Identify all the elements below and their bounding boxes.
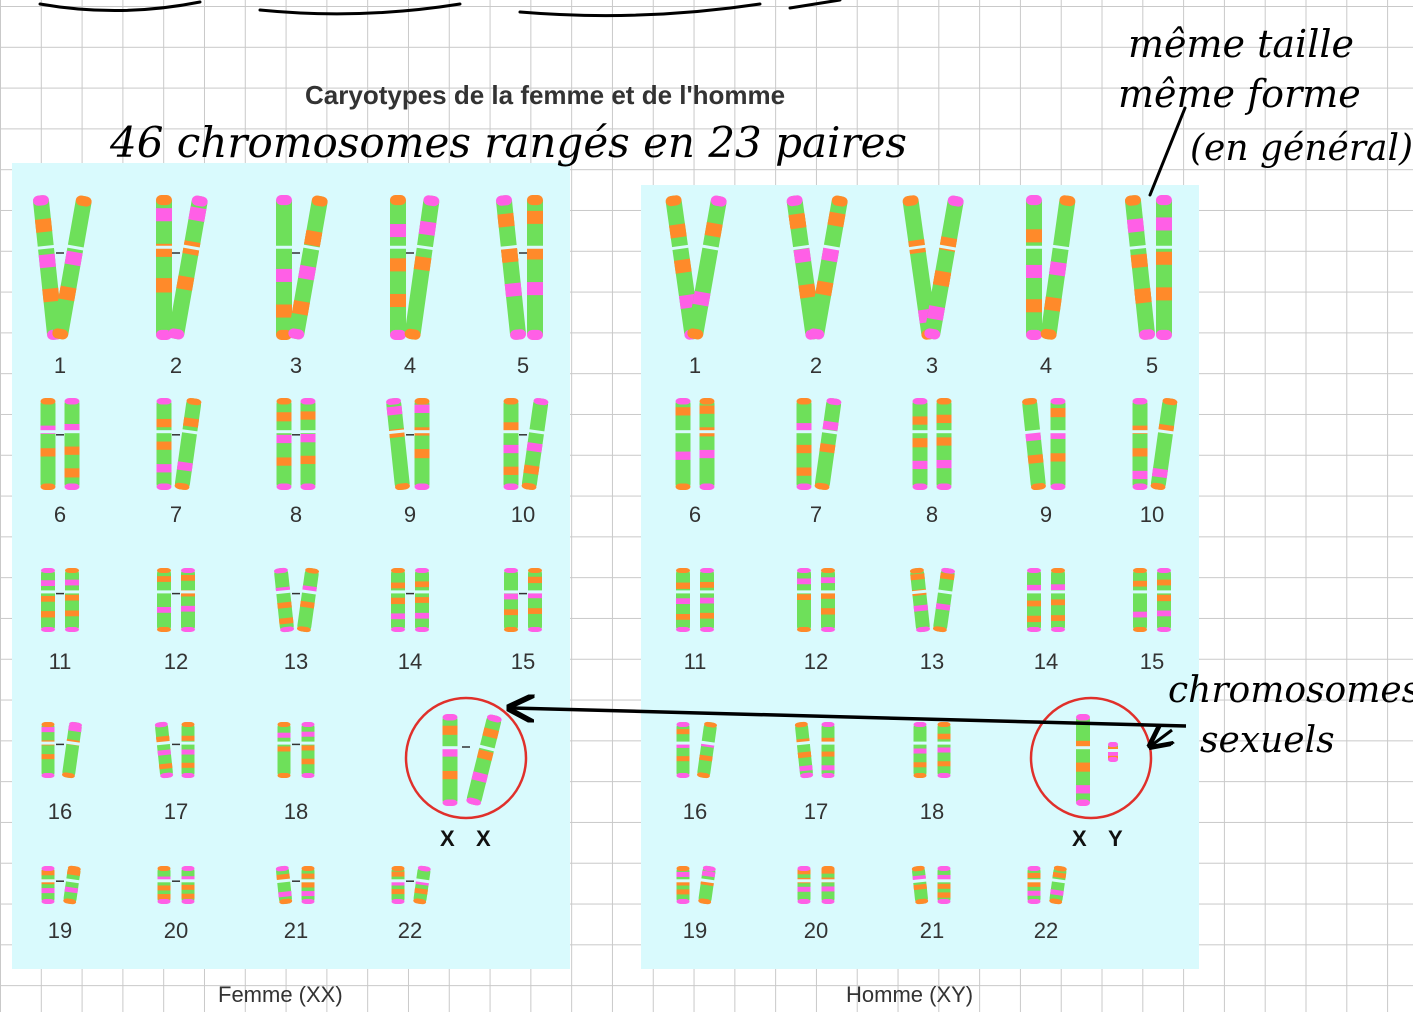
female-chromosome-10-b (520, 397, 550, 490)
female-chromosome-20-a (157, 866, 172, 904)
male-chromosome-12-b (820, 568, 836, 632)
female-chromosome-19-a (41, 866, 56, 904)
male-chromosome-8-b (936, 398, 953, 490)
male-sex-chromosome-y (1107, 742, 1119, 762)
female-chromosome-9-b (414, 398, 431, 490)
female-chromosome-15-b (527, 568, 543, 632)
female-chromosome-16-b (61, 721, 84, 779)
male-chromosome-17-b (821, 722, 836, 778)
female-chromosome-22-b (412, 865, 432, 905)
male-chromosome-14-b (1050, 568, 1066, 632)
male-chromosome-22-b (1048, 865, 1068, 905)
male-chromosome-5-b (1155, 195, 1173, 340)
male-chromosome-1-b (686, 195, 729, 341)
female-chromosome-12-b (180, 568, 196, 632)
male-chromosome-18-a (913, 722, 928, 778)
female-chromosome-8-a (276, 398, 293, 490)
male-chromosome-10-a (1132, 398, 1149, 490)
male-chromosome-19-a (676, 866, 691, 904)
male-chromosome-17-a (794, 721, 815, 778)
female-chromosome-3-a (275, 195, 293, 340)
male-chromosome-12-a (796, 568, 812, 632)
male-chromosome-9-a (1021, 397, 1048, 490)
male-chromosome-13-a (909, 567, 932, 632)
male-chromosome-8-a (912, 398, 929, 490)
male-chromosome-5-a (1123, 194, 1156, 340)
female-chromosome-13-b (296, 567, 321, 633)
male-chromosome-20-a (797, 866, 812, 904)
female-chromosome-4-b (403, 194, 441, 340)
female-chromosome-16-a (41, 722, 56, 778)
male-chromosome-9-b (1050, 398, 1067, 490)
female-chromosome-15-a (503, 568, 519, 632)
male-chromosome-6-b (699, 398, 716, 490)
male-chromosome-14-a (1026, 568, 1042, 632)
male-chromosome-11-a (675, 568, 691, 632)
male-chromosome-10-b (1149, 397, 1179, 490)
male-chromosome-3-b (923, 195, 966, 341)
male-chromosome-13-b (932, 567, 957, 633)
female-chromosome-2-a (155, 195, 173, 340)
female-chromosome-6-a (40, 398, 57, 490)
female-chromosome-22-a (391, 866, 406, 904)
female-chromosome-11-b (64, 568, 80, 632)
male-chromosome-19-b (697, 865, 717, 905)
male-sex-chromosome-circle (1031, 698, 1151, 818)
female-chromosome-9-a (385, 397, 412, 490)
female-chromosome-8-b (300, 398, 317, 490)
female-chromosome-18-b (301, 722, 316, 778)
female-chromosome-12-a (156, 568, 172, 632)
female-sex-chromosome-circle (406, 698, 526, 818)
female-chromosome-14-a (390, 568, 406, 632)
male-chromosome-4-b (1039, 194, 1077, 340)
female-chromosome-13-a (273, 567, 296, 632)
female-sex-chromosome-x2 (465, 713, 504, 806)
female-chromosome-7-a (156, 398, 173, 490)
female-chromosome-21-b (301, 866, 316, 904)
male-chromosome-20-b (821, 866, 836, 904)
female-chromosome-14-b (414, 568, 430, 632)
male-sex-chromosome-x (1075, 714, 1091, 806)
handwritten-slash-stroke (1150, 108, 1185, 195)
female-chromosome-10-a (503, 398, 520, 490)
handwritten-top-scribble (40, 0, 840, 16)
male-chromosome-7-a (796, 398, 813, 490)
male-chromosome-16-b (696, 721, 719, 779)
arrow-to-male-sex-chromosomes (1152, 730, 1172, 745)
male-chromosome-11-b (699, 568, 715, 632)
female-chromosome-3-b (287, 195, 330, 341)
male-chromosome-22-a (1027, 866, 1042, 904)
female-chromosome-19-b (62, 865, 82, 905)
male-chromosome-16-a (676, 722, 691, 778)
female-chromosome-1-b (51, 195, 94, 341)
male-chromosome-4-a (1025, 195, 1043, 340)
female-chromosome-6-b (64, 398, 81, 490)
female-chromosome-21-a (275, 865, 294, 904)
female-sex-chromosome-x1 (442, 714, 459, 806)
female-chromosome-7-b (173, 397, 203, 490)
male-chromosome-6-a (675, 398, 692, 490)
female-chromosome-18-a (277, 722, 292, 778)
female-chromosome-5-b (526, 195, 544, 340)
female-chromosome-2-b (167, 195, 210, 341)
male-chromosome-2-b (807, 195, 850, 341)
female-chromosome-17-a (154, 721, 175, 778)
male-chromosome-21-a (911, 865, 930, 904)
female-chromosome-17-b (181, 722, 196, 778)
female-chromosome-20-b (181, 866, 196, 904)
female-chromosome-5-a (494, 194, 527, 340)
male-chromosome-18-b (937, 722, 952, 778)
male-chromosome-15-a (1132, 568, 1148, 632)
male-chromosome-7-b (813, 397, 843, 490)
female-chromosome-11-a (40, 568, 56, 632)
male-chromosome-21-b (937, 866, 952, 904)
male-chromosome-15-b (1156, 568, 1172, 632)
female-chromosome-4-a (389, 195, 407, 340)
